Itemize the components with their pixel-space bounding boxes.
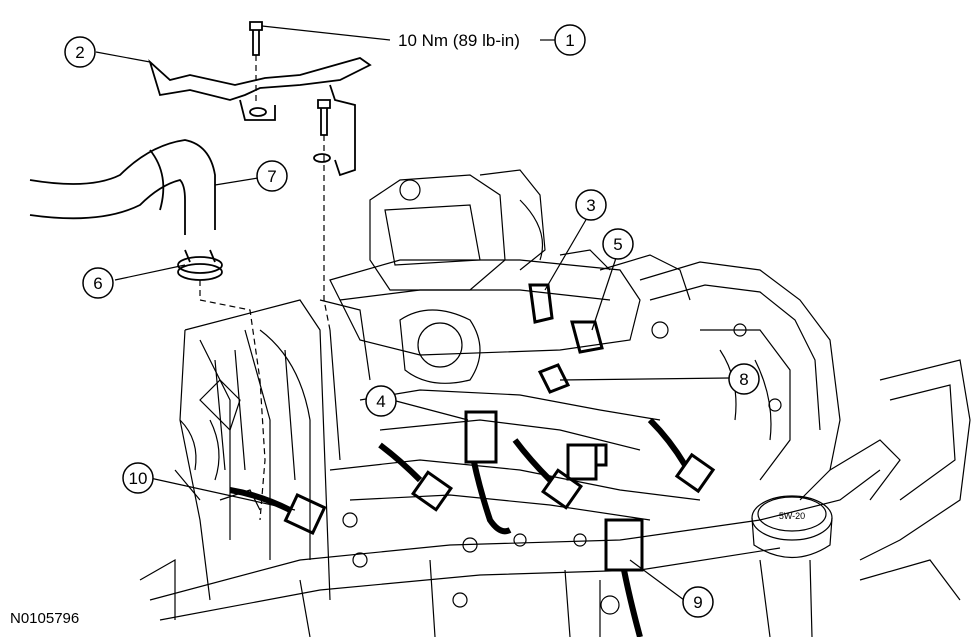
callout-5: 5 bbox=[602, 228, 634, 260]
svg-text:3: 3 bbox=[586, 196, 595, 215]
assembly-lines bbox=[199, 55, 331, 521]
svg-text:8: 8 bbox=[739, 370, 748, 389]
hose bbox=[29, 139, 216, 235]
callout-9: 9 bbox=[682, 586, 714, 618]
wiring-harness bbox=[229, 283, 716, 637]
callout-3: 3 bbox=[575, 189, 607, 221]
callout-1: 1 bbox=[554, 24, 586, 56]
svg-text:9: 9 bbox=[693, 593, 702, 612]
bracket bbox=[148, 57, 372, 177]
oil-cap-label: 5W-20 bbox=[779, 511, 805, 521]
svg-text:5: 5 bbox=[613, 235, 622, 254]
callout-8: 8 bbox=[728, 363, 760, 395]
callout-2: 2 bbox=[64, 36, 96, 68]
callout-7: 7 bbox=[256, 160, 288, 192]
svg-text:4: 4 bbox=[376, 392, 385, 411]
engine-block bbox=[139, 169, 971, 637]
svg-text:2: 2 bbox=[75, 43, 84, 62]
svg-text:10: 10 bbox=[129, 469, 148, 488]
callout-6: 6 bbox=[82, 267, 114, 299]
svg-text:7: 7 bbox=[267, 167, 276, 186]
callout-10: 10 bbox=[122, 462, 154, 494]
leader-lines bbox=[95, 25, 730, 601]
figure-id: N0105796 bbox=[10, 610, 80, 627]
torque-spec-label: 10 Nm (89 lb-in) bbox=[398, 31, 520, 50]
callout-4: 4 bbox=[365, 385, 397, 417]
svg-text:6: 6 bbox=[93, 274, 102, 293]
svg-text:1: 1 bbox=[565, 31, 574, 50]
